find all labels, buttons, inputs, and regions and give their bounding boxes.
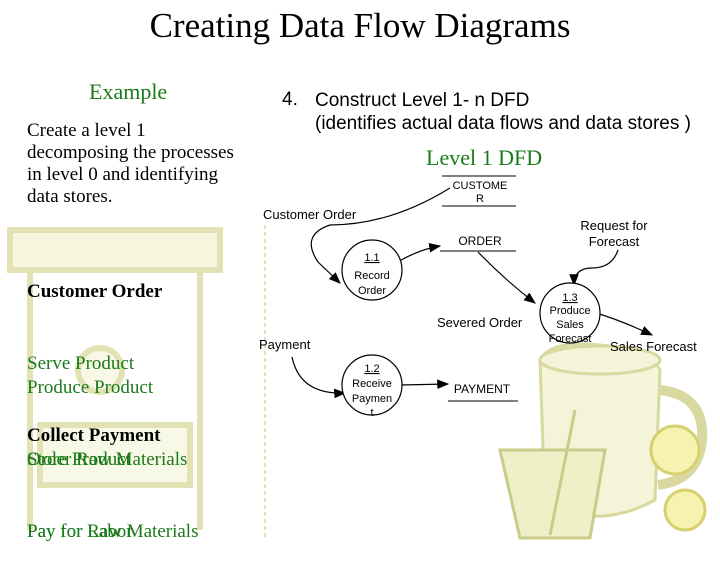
- process-group-labor: Pay for Labor: [27, 472, 133, 568]
- process-group-customer: Customer Order Serve Product Collect Pay…: [27, 232, 162, 472]
- process-item: Produce Product: [27, 377, 154, 398]
- process-item: Customer Order: [27, 281, 163, 302]
- flow-request-forecast-line2: Forecast: [589, 234, 640, 249]
- flow-payment-label: Payment: [259, 337, 311, 352]
- process-1-2-name-line3: t: [370, 407, 373, 419]
- flow-customer-order-arrow: [310, 187, 451, 284]
- process-1-1-id: 1.1: [364, 252, 379, 264]
- store-order-label: ORDER: [458, 234, 502, 248]
- process-item: Pay for Labor: [27, 521, 133, 542]
- process-item: Collect Payment: [27, 425, 161, 446]
- process-1-3-name-line3: Forecast: [549, 333, 592, 345]
- process-1-2: 1.2 Receive Paymen t: [341, 354, 403, 419]
- flow-severed-order-label: Severed Order: [437, 315, 523, 330]
- process-1-3-id: 1.3: [562, 292, 577, 304]
- slide-title: Creating Data Flow Diagrams: [149, 6, 571, 45]
- process-item: Order Raw Materials: [27, 449, 188, 470]
- process-1-1: 1.1 Record Order: [341, 239, 403, 301]
- flow-sales-forecast-arrow: [595, 312, 654, 336]
- example-label: Example: [89, 79, 168, 104]
- step-text: Construct Level 1- n DFD (identifies act…: [315, 90, 691, 134]
- flow-payment-to-store-arrow: [399, 379, 450, 390]
- process-1-2-name-line2: Paymen: [352, 393, 392, 405]
- flow-request-forecast-line1: Request for: [580, 218, 648, 233]
- process-group-materials: Order Raw Materials Pay for Raw Material…: [27, 400, 198, 568]
- store-customer-line1: CUSTOME: [453, 180, 508, 192]
- process-1-1-name-line1: Record: [354, 270, 389, 282]
- flow-severed-order-arrow: [477, 251, 536, 304]
- process-item: Pay for Raw Materials: [27, 521, 199, 542]
- process-1-3-name-line1: Produce: [550, 305, 591, 317]
- flow-customer-order-label: Customer Order: [263, 207, 357, 222]
- flow-sales-forecast-label: Sales Forecast: [610, 339, 697, 354]
- step-number: 4.: [282, 89, 298, 110]
- process-1-2-name-line1: Receive: [352, 378, 392, 390]
- process-item: Store Product: [27, 449, 131, 470]
- flow-payment-arrow: [291, 356, 347, 399]
- level-label: Level 1 DFD: [426, 145, 543, 170]
- store-customer-line2: R: [476, 193, 484, 205]
- process-1-3-name-line2: Sales: [556, 319, 584, 331]
- process-item: Serve Product: [27, 353, 135, 374]
- process-group-production: Produce Product Store Product: [27, 328, 153, 496]
- flow-request-forecast-arrow: [569, 249, 619, 287]
- store-payment-label: PAYMENT: [454, 382, 511, 396]
- process-1-3: 1.3 Produce Sales Forecast: [539, 282, 601, 345]
- lemonade-pitcher-illustration: [498, 342, 708, 540]
- intro-text: Create a level 1 decomposing the process…: [27, 120, 234, 207]
- process-1-1-name-line2: Order: [358, 285, 386, 297]
- lemonade-stand-illustration: [7, 225, 266, 540]
- dfd-diagram: 1.1 Record Order 1.2 Receive Paymen t 1.…: [259, 175, 697, 419]
- process-1-2-id: 1.2: [364, 363, 379, 375]
